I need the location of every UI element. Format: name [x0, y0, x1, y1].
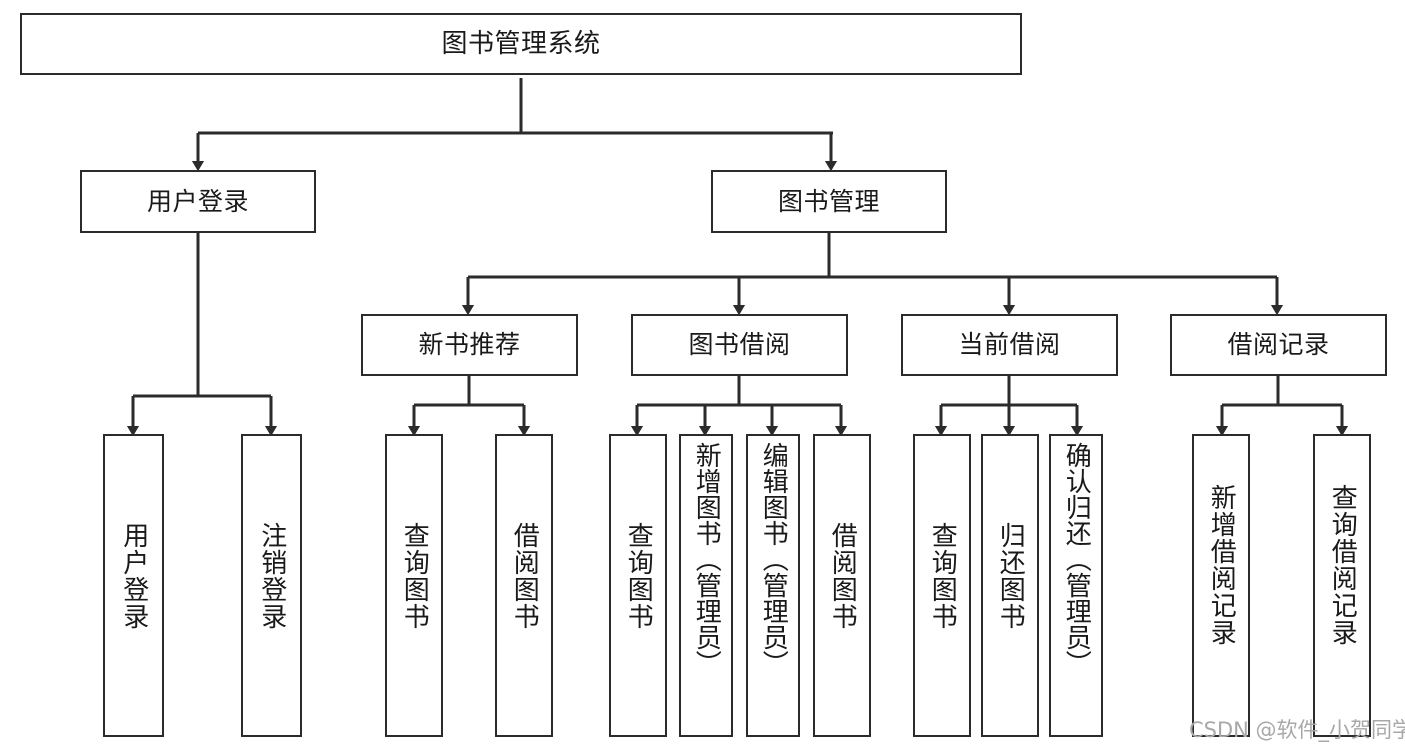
node-label: 新增图书（管理员） [691, 442, 722, 676]
node-current-borrowing[interactable]: 当前借阅 [901, 314, 1118, 376]
leaf-add-book-admin[interactable]: 新增图书（管理员） [679, 434, 733, 737]
node-label: 图书借阅 [688, 330, 791, 360]
leaf-add-borrowing-record[interactable]: 新增借阅记录 [1192, 434, 1250, 737]
node-label: 确认归还（管理员） [1061, 442, 1092, 676]
leaf-borrow-books-recommendation[interactable]: 借阅图书 [495, 434, 553, 737]
node-label: 归还图书 [995, 522, 1026, 630]
node-label: 用户登录 [118, 522, 149, 630]
node-label: 编辑图书（管理员） [758, 442, 789, 676]
watermark-text: CSDN @软件_小贺同学 [1189, 718, 1405, 742]
node-book-borrowing[interactable]: 图书借阅 [631, 314, 848, 376]
node-label: 图书管理 [777, 186, 880, 216]
node-label: 新书推荐 [418, 330, 521, 360]
leaf-borrow-books-borrowing[interactable]: 借阅图书 [813, 434, 871, 737]
node-label: 查询借阅记录 [1327, 484, 1358, 646]
node-label: 查询图书 [399, 522, 430, 630]
leaf-query-books-recommendation[interactable]: 查询图书 [385, 434, 443, 737]
node-label: 新增借阅记录 [1206, 484, 1237, 646]
node-label: 查询图书 [927, 522, 958, 630]
leaf-edit-book-admin[interactable]: 编辑图书（管理员） [746, 434, 800, 737]
node-label: 当前借阅 [958, 330, 1061, 360]
node-label: 借阅图书 [509, 522, 540, 630]
leaf-logout[interactable]: 注销登录 [241, 434, 302, 737]
node-label: 借阅图书 [827, 522, 858, 630]
node-user-login[interactable]: 用户登录 [80, 170, 316, 233]
leaf-user-login[interactable]: 用户登录 [103, 434, 164, 737]
leaf-query-books-borrowing[interactable]: 查询图书 [609, 434, 667, 737]
node-borrowing-records[interactable]: 借阅记录 [1170, 314, 1387, 376]
node-label: 注销登录 [256, 522, 287, 630]
leaf-confirm-return-admin[interactable]: 确认归还（管理员） [1049, 434, 1103, 737]
node-label: 用户登录 [146, 186, 249, 216]
node-label: 查询图书 [623, 522, 654, 630]
node-book-management[interactable]: 图书管理 [711, 170, 947, 233]
leaf-query-borrowing-record[interactable]: 查询借阅记录 [1313, 434, 1371, 737]
node-label: 图书管理系统 [441, 28, 601, 59]
node-new-book-recommendation[interactable]: 新书推荐 [361, 314, 578, 376]
leaf-return-books[interactable]: 归还图书 [981, 434, 1039, 737]
leaf-query-books-current[interactable]: 查询图书 [913, 434, 971, 737]
node-root-book-management-system[interactable]: 图书管理系统 [20, 13, 1022, 75]
node-label: 借阅记录 [1227, 330, 1330, 360]
